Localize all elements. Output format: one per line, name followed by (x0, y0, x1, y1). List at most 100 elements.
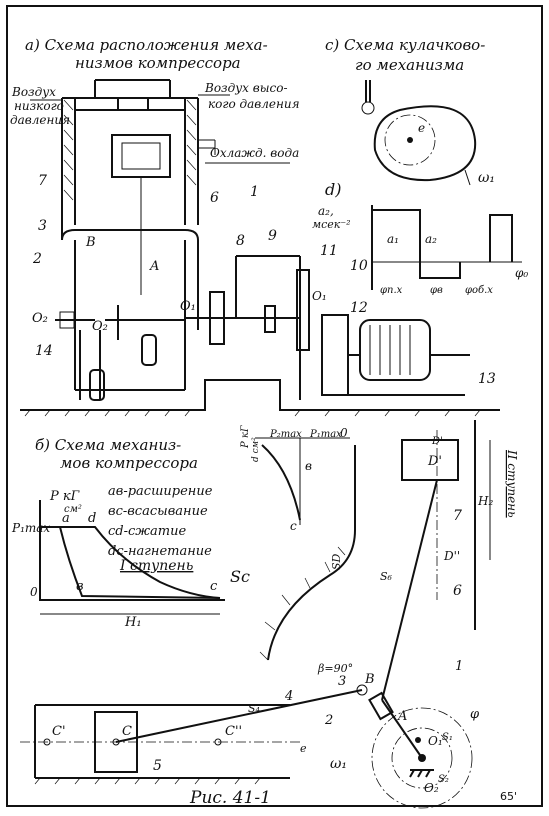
pv1-p-axis-2: см² (64, 504, 82, 515)
section-a-title-line1: а) Схема расположения меха- (25, 36, 268, 54)
label-s1: S₁ (442, 732, 453, 743)
cylinder-hatch-right (186, 99, 197, 186)
valve-block (94, 79, 171, 110)
ground-hatch (24, 409, 481, 417)
label-12: 12 (350, 300, 368, 316)
section-b-title-line1: б) Схема механиз- (35, 436, 181, 454)
pv1-a: a (62, 511, 70, 526)
pv1-origin: 0 (30, 585, 38, 599)
pivot-O1 (415, 737, 421, 743)
section-c-title-line1: с) Схема кулачково- (325, 36, 485, 54)
cylinder-wall-right (184, 98, 199, 225)
gear-9 (264, 305, 276, 333)
pv2-p-label-2: d см² (251, 437, 261, 462)
pv2-curve (261, 444, 301, 521)
crank-circle-inner (391, 727, 453, 789)
label-omega1: ω₁ (330, 756, 347, 772)
pv1-p1max: P₁max (11, 521, 50, 535)
point-C-prime (43, 738, 51, 746)
point-C-double-prime (214, 738, 222, 746)
pv1-curve-lower (59, 526, 221, 599)
h1-label: H₁ (124, 615, 142, 630)
cylinder-head (62, 97, 198, 111)
cam-center (407, 137, 413, 143)
weight-rods (79, 330, 101, 400)
joint-B (356, 684, 368, 696)
label-s2: S₂ (438, 774, 449, 785)
pv1-c: c (210, 579, 218, 594)
label-4b: 4 (284, 689, 293, 704)
label-s6: S₆ (380, 570, 393, 583)
pv1-curve-upper (40, 526, 221, 599)
section-c-cam-mechanism: с) Схема кулачково- го механизма e ω₁ (325, 36, 495, 186)
weight-14 (89, 369, 105, 401)
label-phi: φ (470, 707, 480, 722)
support-O2 (409, 769, 434, 778)
pivot-O2 (418, 754, 426, 762)
label-D-prime: D' (427, 454, 442, 469)
pv2-origin: 0 (340, 426, 348, 440)
label-13: 13 (478, 371, 496, 387)
piston-D (401, 439, 459, 481)
label-Bb: B (364, 672, 375, 687)
section-d-phi-v: φв (430, 285, 443, 296)
ground-line (20, 379, 500, 411)
cam-eccentricity: e (418, 121, 425, 135)
section-b-compressor-scheme: б) Схема механиз- мов компрессора ав-рас… (11, 420, 519, 809)
section-d-label: d) (325, 180, 341, 199)
label-C-double-prime: C'' (225, 724, 242, 739)
pv2-p2max: P₂max (269, 429, 302, 440)
figure-caption: Рис. 41-1 (189, 788, 271, 808)
stage1-label: I ступень (119, 558, 193, 574)
legend-dc: dc-нагнетание (108, 544, 212, 559)
pulley-11 (296, 269, 310, 351)
motor-fins (369, 325, 411, 375)
pv1-p-axis-1: P кГ (49, 489, 80, 504)
cylinder-hatch-bottom (34, 777, 261, 785)
follower-roller (361, 101, 375, 115)
cam-profile (373, 105, 477, 182)
label-10: 10 (350, 258, 368, 274)
joint-C (112, 738, 120, 746)
cylinder-wall-left (61, 98, 76, 225)
legend-ab: ав-расширение (108, 484, 213, 499)
pv2-p-label-1: P кГ (240, 425, 251, 449)
piston-box (111, 134, 171, 178)
cam-omega: ω₁ (478, 170, 495, 186)
legend-cd: cd-сжатие (108, 524, 187, 539)
cylinder-hatch-left (63, 99, 74, 201)
stage2-hatch (259, 546, 346, 661)
label-B: B (85, 235, 96, 250)
label-5: 5 (153, 758, 162, 774)
crankcase-top (61, 225, 199, 330)
h2-label: H₂ (477, 494, 493, 508)
label-A: A (149, 259, 159, 274)
label-O2-left: O₂ (32, 311, 48, 326)
section-d-ylabel-1: a₂, (318, 204, 334, 218)
stroke-sc: Sc (230, 567, 250, 586)
section-d-a1: a₁ (387, 232, 399, 246)
cam-omega-arrow (464, 169, 471, 186)
low-pressure-air-1: Воздух (11, 85, 56, 99)
label-e: e (300, 742, 307, 755)
shaft-o2 (55, 305, 185, 340)
pv2-axes (255, 437, 350, 525)
cooling-water: Охлажд. вода (210, 146, 299, 160)
label-1: 1 (250, 184, 259, 200)
section-d-curve (372, 209, 513, 279)
legend-bc: вс-всасывание (108, 504, 208, 519)
cam-base-circle (384, 114, 436, 166)
label-Ab: A (397, 709, 407, 724)
label-D-prime-top: D' (431, 436, 443, 447)
section-b-title-line2: мов компрессора (60, 454, 198, 472)
label-O1-pulley: O₁ (312, 289, 327, 303)
crank-circle-outer (371, 707, 473, 809)
section-c-title-line2: го механизма (355, 56, 464, 74)
label-C-prime: C' (52, 724, 66, 739)
pulley-12 (321, 314, 349, 396)
label-6b: 6 (453, 583, 462, 599)
section-d-ylabel-2: мсек⁻² (312, 218, 351, 231)
label-7b: 7 (453, 508, 462, 524)
